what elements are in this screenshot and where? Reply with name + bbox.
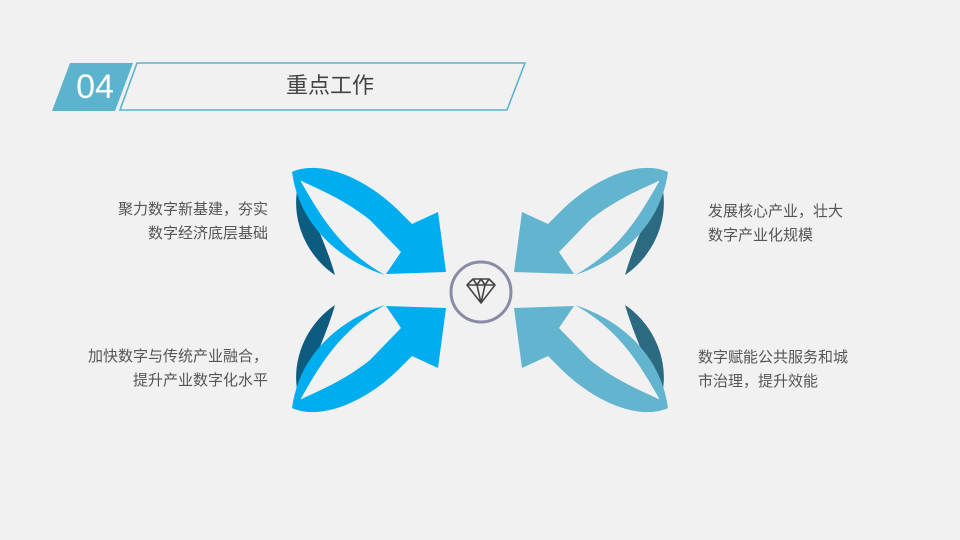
arrow-bottom-left — [292, 305, 446, 413]
item-top-right-line2: 数字产业化规模 — [708, 226, 814, 244]
section-number-badge — [52, 63, 133, 111]
item-bottom-left: 加快数字与传统产业融合， 提升产业数字化水平 — [40, 344, 268, 392]
section-title-frame — [118, 62, 527, 111]
item-bottom-right-line1: 数字赋能公共服务和城 — [698, 348, 849, 366]
item-top-left-line2: 数字经济底层基础 — [147, 224, 268, 242]
item-bottom-left-line2: 提升产业数字化水平 — [132, 371, 268, 389]
item-top-right: 发展核心产业，壮大 数字产业化规模 — [708, 199, 908, 247]
arrow-top-left — [292, 167, 446, 275]
item-top-right-line1: 发展核心产业，壮大 — [708, 202, 844, 220]
item-bottom-right-line2: 市治理，提升效能 — [698, 372, 819, 390]
item-bottom-left-line1: 加快数字与传统产业融合， — [87, 347, 268, 365]
item-top-left-line1: 聚力数字新基建，夯实 — [117, 200, 268, 218]
section-number: 04 — [76, 68, 114, 106]
diamond-icon — [466, 278, 496, 304]
item-bottom-right: 数字赋能公共服务和城 市治理，提升效能 — [698, 345, 918, 393]
center-ring — [449, 260, 513, 324]
arrow-top-right — [514, 167, 668, 275]
item-top-left: 聚力数字新基建，夯实 数字经济底层基础 — [60, 197, 268, 245]
section-title: 重点工作 — [285, 74, 374, 99]
arrow-bottom-right — [514, 305, 668, 413]
